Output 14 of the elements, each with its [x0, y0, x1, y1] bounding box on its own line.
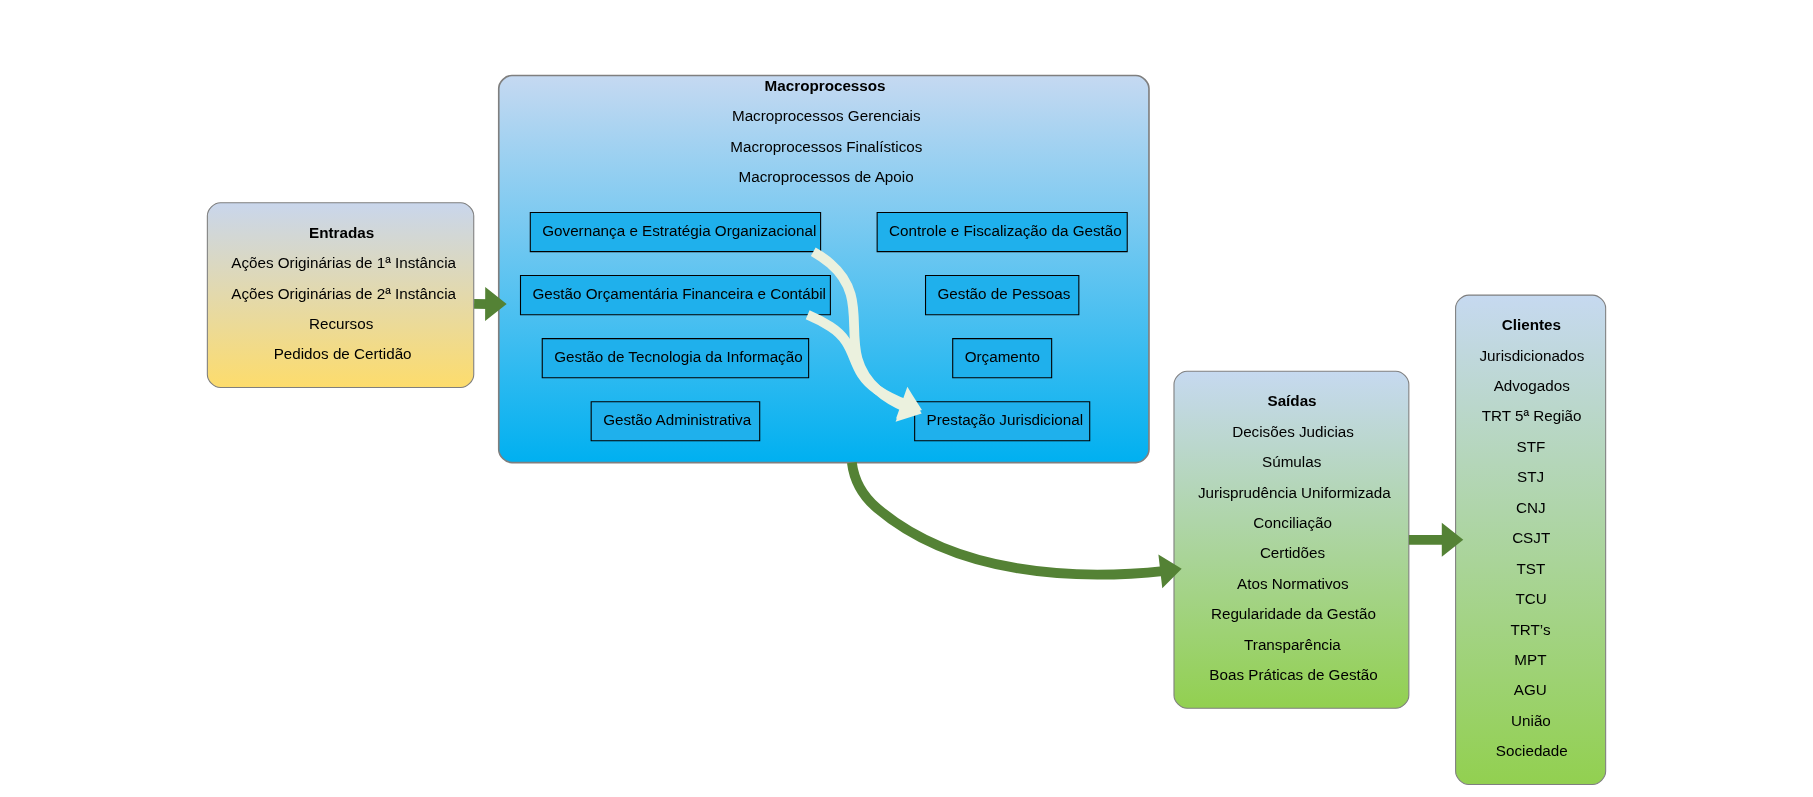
node-box: Clientes Jurisdicionados Advogados TRT 5ª Região STF STJ CNJ CSJT TST TCU TRT’s MPT AGU União Sociedade	[1455, 294, 1607, 785]
node-box: Prestação Jurisdicional	[914, 401, 1091, 442]
arrow	[847, 461, 1182, 589]
node-box: Saídas Decisões Judicias Súmulas Jurisprudência Uniformizada Conciliação Certidões Atos Normativos Regularidade da Gestão Transparência Boas Práticas de Gestão	[1173, 370, 1410, 709]
node-box: Gestão Orçamentária Financeira e Contábil	[519, 275, 831, 316]
arrow	[805, 310, 922, 419]
node-box: Controle e Fiscalização da Gestão	[876, 211, 1128, 253]
node-box: Gestão de Pessoas	[925, 275, 1080, 316]
arrow	[1408, 522, 1464, 557]
node-box: Entradas Ações Originárias de 1ª Instância Ações Originárias de 2ª Instância Recursos Pedidos de Certidão	[206, 202, 475, 389]
node-box: Gestão de Tecnologia da Informação	[541, 338, 810, 379]
node-box: Orçamento	[952, 338, 1053, 379]
node-box: Governança e Estratégia Organizacional	[529, 211, 822, 253]
node-box: Gestão Administrativa	[590, 401, 761, 442]
